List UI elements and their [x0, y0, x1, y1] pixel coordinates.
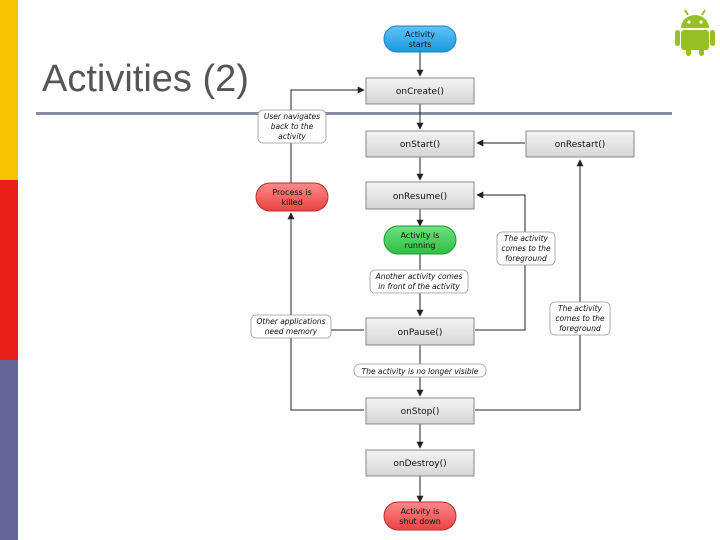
note-comes-foreground-1-line3: foreground: [505, 254, 547, 263]
node-process-killed-line2: killed: [281, 198, 302, 207]
android-logo-icon: [675, 9, 715, 56]
node-process-killed-line1: Process is: [272, 188, 311, 197]
node-activity-shut-down-line1: Activity is: [401, 507, 440, 516]
slide-title: Activities (2): [42, 58, 249, 100]
title-underline: [36, 112, 672, 115]
note-user-navigates-line3: activity: [278, 132, 306, 141]
node-on-create-label: onCreate(): [396, 87, 444, 97]
node-on-destroy: onDestroy(): [365, 449, 475, 477]
accent-strip-yellow: [0, 0, 18, 180]
note-comes-foreground-2-line2: comes to the: [555, 314, 605, 323]
node-on-stop-label: onStop(): [401, 407, 440, 417]
node-on-pause: onPause(): [365, 317, 475, 346]
node-activity-starts-line1: Activity: [405, 30, 435, 39]
note-user-navigates-line2: back to the: [271, 122, 314, 131]
node-activity-running-line1: Activity is: [401, 231, 440, 240]
node-process-killed: Process is killed: [255, 182, 329, 212]
note-another-activity: Another activity comes in front of the a…: [369, 269, 469, 294]
note-another-activity-line2: in front of the activity: [378, 282, 460, 291]
edge-killed-create: [290, 86, 365, 183]
node-activity-shut-down-line2: shut down: [399, 517, 441, 526]
note-user-navigates: User navigates back to the activity: [257, 109, 327, 144]
node-on-restart-label: onRestart(): [555, 140, 606, 150]
node-on-start: onStart(): [365, 130, 475, 158]
note-comes-foreground-1-line1: The activity: [504, 234, 549, 243]
note-comes-foreground-2: The activity comes to the foreground: [549, 301, 611, 336]
note-comes-foreground-1: The activity comes to the foreground: [496, 231, 556, 266]
edge-stop-killed: [287, 212, 364, 411]
node-on-restart: onRestart(): [525, 130, 635, 158]
node-on-stop: onStop(): [365, 397, 475, 425]
note-no-longer-visible-line1: The activity is no longer visible: [362, 367, 479, 376]
note-comes-foreground-2-line3: foreground: [559, 324, 601, 333]
note-other-apps-memory: Other applications need memory: [250, 314, 332, 339]
node-activity-shut-down: Activity is shut down: [383, 501, 457, 531]
note-another-activity-line1: Another activity comes: [375, 272, 463, 281]
note-other-apps-memory-line1: Other applications: [257, 317, 326, 326]
accent-strip-red: [0, 180, 18, 360]
note-comes-foreground-2-line1: The activity: [558, 304, 603, 313]
node-on-resume: onResume(): [365, 181, 475, 210]
node-on-resume-label: onResume(): [393, 192, 447, 202]
node-on-pause-label: onPause(): [398, 328, 443, 338]
note-other-apps-memory-line2: need memory: [265, 327, 318, 336]
node-activity-running: Activity is running: [383, 225, 457, 255]
node-on-destroy-label: onDestroy(): [393, 459, 446, 469]
node-activity-starts-line2: starts: [409, 40, 432, 49]
node-activity-starts: Activity starts: [383, 25, 457, 53]
note-comes-foreground-1-line2: comes to the: [501, 244, 551, 253]
node-on-start-label: onStart(): [400, 140, 440, 150]
node-on-create: onCreate(): [365, 77, 475, 105]
note-no-longer-visible: The activity is no longer visible: [353, 363, 487, 378]
note-user-navigates-line1: User navigates: [264, 112, 320, 121]
edge-stop-restart: [475, 159, 584, 411]
accent-strip-purple: [0, 360, 18, 540]
node-activity-running-line2: running: [405, 241, 436, 250]
